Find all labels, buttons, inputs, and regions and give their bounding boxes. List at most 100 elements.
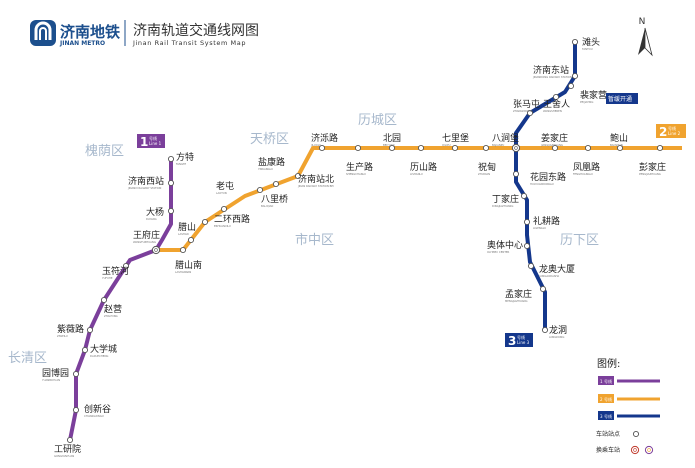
station-marker[interactable] <box>272 180 280 188</box>
station-pengjiazhuang[interactable]: 彭家庄 PENGJIAZHUANG <box>639 144 666 176</box>
station-marker[interactable] <box>179 246 187 254</box>
legend-line-3-badge <box>598 411 614 420</box>
station-marker[interactable] <box>100 296 108 304</box>
station-baliqiao[interactable]: 八里桥 BALIQIAO <box>256 186 288 208</box>
station-marker[interactable] <box>354 144 362 152</box>
station-marker[interactable] <box>571 38 579 46</box>
station-aotizhongxin[interactable]: 奥体中心 OLYMPIC CENTER <box>487 239 531 254</box>
interchange-marker[interactable] <box>511 143 521 153</box>
station-yinkanglu[interactable]: 盐康路 YINKANGLU <box>258 156 285 188</box>
interchange-marker[interactable] <box>151 245 161 255</box>
station-marker[interactable] <box>256 186 264 194</box>
station-shengchanlu[interactable]: 生产路 SHENGCHANLU <box>346 144 373 176</box>
station-baoshan[interactable]: 鲍山 BAOSHAN <box>610 132 628 152</box>
line-3-badge-label: 号线 <box>517 334 525 340</box>
station-marker[interactable] <box>451 144 459 152</box>
station-peijiaying[interactable]: 裴家营 PEIJIAYING <box>567 82 607 104</box>
line-3-badge[interactable]: 3 号线 Line 3 <box>505 333 533 348</box>
station-lishanlu[interactable]: 历山路 LISHANLU <box>410 144 437 176</box>
station-dingjiazhuang[interactable]: 丁家庄 DINGJIAZHUANG <box>492 192 528 208</box>
station-laotun[interactable]: 老屯 LAOTUN <box>216 180 234 213</box>
station-marker[interactable] <box>81 346 89 354</box>
line-2-badge-bg <box>656 124 686 138</box>
legend-interchange-label: 换乘车站 <box>596 446 620 454</box>
station-qilipu[interactable]: 七里堡 QILIPU <box>442 132 469 152</box>
station-marker[interactable] <box>167 179 175 187</box>
station-marker[interactable] <box>523 218 531 226</box>
station-yuanboyuan[interactable]: 园博园 YUANBOYUAN <box>42 367 80 382</box>
station-jinanzhanbei[interactable]: 济南站北 JINAN RAILWAY STATION BEI <box>294 172 334 188</box>
station-marker[interactable] <box>318 144 326 152</box>
station-ligenglu[interactable]: 礼耕路 LIGENGLU <box>523 215 560 230</box>
station-marker[interactable] <box>122 262 130 270</box>
station-wangsheren[interactable]: 王舍人 WANGSHEREN <box>543 93 570 113</box>
station-erhuanxilu[interactable]: 二环西路 ERHUANXILU <box>201 213 250 228</box>
station-gongyanyuan[interactable]: 工研院 GONGYANYUAN <box>54 436 81 458</box>
station-marker[interactable] <box>523 242 531 250</box>
station-zhaoying[interactable]: 赵营 ZHAOYING <box>100 296 122 318</box>
station-jinanxi[interactable]: 济南西站 JINANXI RAILWAY STATION <box>127 175 175 190</box>
station-marker[interactable] <box>520 192 528 200</box>
line-2-badge[interactable]: 2 号线 Line 2 <box>656 124 686 139</box>
line-1-badge-label-en: Line 1 <box>149 141 162 146</box>
station-marker[interactable] <box>656 144 664 152</box>
station-marker[interactable] <box>539 285 547 293</box>
legend-interchange-marker-2 <box>644 445 654 455</box>
station-marker[interactable] <box>167 155 175 163</box>
station-label: 大学城 <box>90 343 117 355</box>
station-label-en: PEIJIAYING <box>580 100 593 104</box>
station-zhudian[interactable]: 祝甸 ZHUDIAN <box>478 144 496 176</box>
station-label: 丁家庄 <box>492 193 519 205</box>
station-marker[interactable] <box>201 218 209 226</box>
station-dayang[interactable]: 大杨 DAYANG <box>146 206 175 221</box>
station-marker[interactable] <box>187 236 195 244</box>
station-marker[interactable] <box>220 205 228 213</box>
station-marker[interactable] <box>551 144 559 152</box>
station-marker[interactable] <box>388 144 396 152</box>
station-marker[interactable] <box>584 144 592 152</box>
station-marker[interactable] <box>512 170 520 178</box>
station-chuangxingu[interactable]: 创新谷 CHUANGXINGU <box>72 403 111 418</box>
station-fangte[interactable]: 方特 FANGTE <box>167 151 194 166</box>
station-yufuhe[interactable]: 玉符河 YUFUHE <box>102 262 130 280</box>
station-jiluolu[interactable]: 济泺路 JILUOLU <box>310 132 338 152</box>
station-marker[interactable] <box>66 436 74 444</box>
station-marker[interactable] <box>571 72 579 80</box>
station-label: 花园东路 <box>530 171 566 183</box>
station-bajianpu[interactable]: 八涧堡 BAJIANPU <box>492 132 521 153</box>
station-marker[interactable] <box>86 326 94 334</box>
station-wangfuzhuang[interactable]: 王府庄 WANGFUZHUANG <box>133 229 161 255</box>
station-marker[interactable] <box>541 326 549 334</box>
line-1-path[interactable] <box>68 159 173 441</box>
station-marker[interactable] <box>616 144 624 152</box>
station-tantou[interactable]: 滩头 TANTOU <box>571 36 600 51</box>
station-jiangjiazhuang[interactable]: 姜家庄 JIANGJIAZHUANG <box>540 132 568 152</box>
line-3-path[interactable] <box>514 42 577 330</box>
line-1-badge[interactable]: 1 号线 Line 1 <box>137 134 165 149</box>
station-marker[interactable] <box>552 93 560 101</box>
station-fenghuanglu[interactable]: 凤凰路 FENGHUANGLU <box>573 144 600 176</box>
station-mengjiazhuang[interactable]: 孟家庄 MENGJIAZHUANG <box>505 285 547 303</box>
station-ziweilu[interactable]: 紫薇路 ZIWEILU <box>57 323 94 338</box>
station-marker[interactable] <box>167 207 175 215</box>
station-lashan[interactable]: 腊山 LASHAN <box>178 222 196 254</box>
station-longaodasha[interactable]: 龙奥大厦 LONGAODASHA <box>527 262 575 278</box>
station-marker[interactable] <box>482 144 490 152</box>
station-marker[interactable] <box>72 406 80 414</box>
station-lashannan[interactable]: 腊山南 LASHANNAN <box>175 236 202 274</box>
station-zhangmatun[interactable]: 张马屯 ZHANGMATUN <box>513 98 540 117</box>
station-marker[interactable] <box>417 144 425 152</box>
station-label-en: JINANXI RAILWAY STATION <box>127 186 161 190</box>
station-beiyuan[interactable]: 北园 BEIYUAN <box>383 133 401 152</box>
station-jinandong[interactable]: 济南东站 JINANDONG RAILWAY STATION <box>532 64 579 80</box>
station-marker[interactable] <box>526 109 534 117</box>
station-marker[interactable] <box>72 370 80 378</box>
station-daxuecheng[interactable]: 大学城 DAXUECHENG <box>81 343 117 358</box>
station-longdong[interactable]: 龙洞 LONGDONG <box>541 324 567 339</box>
legend-line-2: 2 号线 <box>598 394 660 403</box>
station-marker[interactable] <box>567 82 575 90</box>
station-marker[interactable] <box>294 172 302 180</box>
station-marker[interactable] <box>527 262 535 270</box>
station-huayuandonglu[interactable]: 花园东路 HUAYUANDONGLU <box>512 170 566 186</box>
